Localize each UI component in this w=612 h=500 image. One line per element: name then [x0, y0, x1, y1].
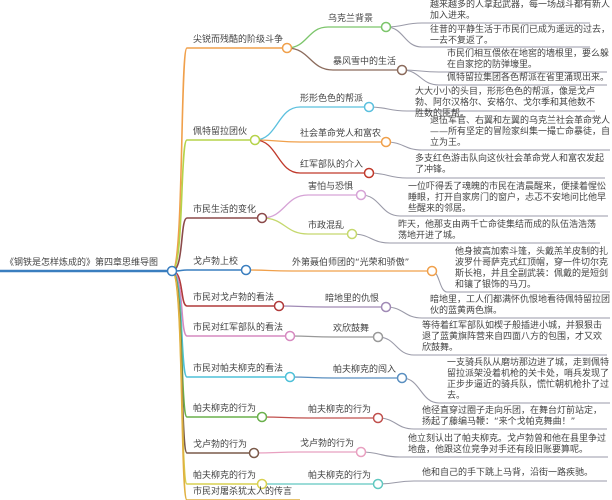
branch-node[interactable]: 帕夫柳克的行为: [193, 404, 257, 414]
topic-connector: [245, 269, 432, 272]
leaf-text: 佩特留拉集团各色帮派在省里涌现出来。: [447, 73, 610, 83]
leaf-text: 他立刻认出了帕夫柳克。戈卢勃曾和他在县里争过地盘，他跟这位竞争对手还有段旧账要算…: [408, 434, 607, 455]
branch-node[interactable]: 市民对戈卢勃的看法: [193, 293, 275, 303]
topic-connector: [254, 139, 386, 143]
topic-connector: [253, 451, 361, 454]
topic-node-circle[interactable]: [396, 64, 408, 76]
topic-node-circle[interactable]: [380, 21, 392, 33]
branch-node-circle[interactable]: [281, 42, 293, 54]
topic-node[interactable]: 帕夫柳克的行为: [308, 471, 372, 481]
leaf-connector: [360, 451, 608, 458]
topic-connector: [261, 217, 352, 235]
leaf-text: 越来越多的人拿起武器，每一场战斗都有新人加入进来。: [430, 0, 611, 21]
topic-node-circle[interactable]: [363, 101, 375, 113]
topic-connector: [261, 416, 378, 419]
root-node-circle[interactable]: [166, 265, 178, 277]
leaf-text: 退伍军官、右翼和左翼的乌克兰社会革命党人——所有坚定的冒险家纠集一撮亡命暴徒，自…: [430, 116, 611, 148]
topic-node[interactable]: 戈卢勃的行为: [300, 439, 355, 449]
leaf-text: 他径直穿过圈子走向乐团，在舞台灯前站定，扬起了藤编马鞭：“来个戈帕克舞曲！”: [422, 406, 603, 427]
branch-node[interactable]: 市民生活的变化: [193, 205, 257, 215]
topic-node-circle[interactable]: [380, 136, 392, 148]
topic-node[interactable]: 欢欣鼓舞: [333, 324, 370, 334]
topic-connector: [278, 305, 386, 308]
leaf-text: 他和自己的手下跳上马背，沿街一路疾驰。: [422, 468, 594, 478]
leaf-text: 一支骑兵队从磨坊那边进了城，走到佩特留拉派架没着机枪的关卡处，哨兵发现了正步步逼…: [447, 358, 610, 401]
branch-connector: [171, 270, 300, 500]
branch-node[interactable]: 帕夫柳克的行为: [193, 471, 257, 481]
topic-connector: [289, 335, 378, 338]
topic-connector: [286, 47, 402, 71]
leaf-text: 等待着红军部队如楔子般插进小城，并狠狠击退了蓝黄旗阵营来自四面八方的包围，才又欢…: [422, 321, 603, 353]
leaf-connector: [360, 194, 608, 217]
leaf-text: 往昔的平静生活于市民们已成为遥远的过去，一去不复返了。: [430, 25, 611, 46]
leaf-text: 一位吓得丢了魂魄的市民在清晨醒来，便揉着惺忪睡眼，打开自家房门的窗户，忐忑不安地…: [408, 182, 607, 214]
leaf-text: 暗地里，工人们都满怀仇恨地看待佩特留拉团伙的蓝黄两色旗。: [430, 295, 611, 316]
branch-connector: [171, 269, 246, 272]
branch-node-circle[interactable]: [256, 478, 268, 490]
branch-node-circle[interactable]: [256, 411, 268, 423]
topic-node[interactable]: 暴风雪中的生活: [333, 57, 397, 67]
branch-node-circle[interactable]: [256, 212, 268, 224]
branch-node-circle[interactable]: [284, 330, 296, 342]
topic-node-circle[interactable]: [372, 412, 384, 424]
topic-node[interactable]: 暗地里的仇恨: [325, 294, 380, 304]
branch-node-circle[interactable]: [273, 300, 285, 312]
topic-node-circle[interactable]: [426, 265, 438, 277]
topic-node[interactable]: 社会革命党人和富农: [300, 129, 382, 139]
topic-node[interactable]: 害怕与恐惧: [308, 182, 354, 192]
branch-node[interactable]: 市民对屠杀犹太人的传言: [193, 487, 293, 497]
branch-node-circle[interactable]: [284, 371, 296, 383]
topic-connector: [286, 26, 386, 49]
branch-node[interactable]: 市民对红军部队的看法: [193, 323, 284, 333]
branch-node[interactable]: 尖锐而残酷的阶级斗争: [193, 35, 284, 45]
topic-node[interactable]: 帕夫柳克的行为: [308, 405, 372, 415]
leaf-connector: [351, 233, 600, 244]
branch-node[interactable]: 戈卢勃上校: [193, 257, 239, 267]
leaf-text: 大大小小的头目，形形色色的帮派，像是戈卢勃、阿尔汉格尔、安格尔、戈尔季和其他数不…: [415, 87, 596, 119]
branch-node[interactable]: 市民对帕夫柳克的看法: [193, 364, 284, 374]
topic-node[interactable]: 红军部队的介入: [300, 160, 364, 170]
leaf-text: 市民们相互偎依在地窖的墙根里，要么躲在自家挖的防弹壕里。: [447, 49, 610, 70]
leaf-text: 多支红色游击队向这伙社会革命党人和富农发起了冲锋。: [415, 154, 605, 175]
leaf-connector: [368, 106, 595, 112]
topic-node-circle[interactable]: [372, 478, 384, 490]
topic-node-circle[interactable]: [346, 228, 358, 240]
branch-node[interactable]: 戈卢勃的行为: [193, 440, 248, 450]
topic-connector: [289, 376, 402, 379]
topic-node-circle[interactable]: [363, 167, 375, 179]
topic-node-circle[interactable]: [396, 372, 408, 384]
topic-node-circle[interactable]: [380, 301, 392, 313]
leaf-text: 昨天，他那支由两千亡命徒集结而成的队伍浩浩荡荡地开进了城。: [398, 220, 597, 241]
topic-node-circle[interactable]: [372, 331, 384, 343]
topic-node[interactable]: 市政混乱: [308, 221, 345, 231]
leaf-connector: [368, 172, 605, 179]
topic-node[interactable]: 形形色色的帮派: [300, 94, 364, 104]
branch-node-circle[interactable]: [249, 134, 261, 146]
topic-connector: [254, 106, 369, 141]
branch-node-circle[interactable]: [248, 447, 260, 459]
topic-node-circle[interactable]: [355, 446, 367, 458]
topic-node[interactable]: 外第聂伯师团的“光荣和骄傲”: [292, 258, 410, 268]
branch-connector: [171, 47, 287, 272]
topic-node[interactable]: 帕夫柳克的闯入: [333, 365, 397, 375]
branch-connector: [171, 139, 255, 272]
topic-connector: [254, 139, 369, 174]
branch-node[interactable]: 佩特留拉团伙: [193, 127, 248, 137]
leaf-connector: [377, 480, 607, 485]
leaf-text: 他身披高加索斗篷，头戴羔羊皮制的扎波罗什哥萨克式红顶帽，穿一件切尔克斯长袍，并且…: [455, 247, 609, 290]
topic-connector: [261, 194, 361, 219]
topic-node[interactable]: 乌克兰背景: [328, 14, 374, 24]
topic-node-circle[interactable]: [355, 189, 367, 201]
branch-node-circle[interactable]: [240, 264, 252, 276]
root-node[interactable]: 《钢铁是怎样炼成的》第四章思维导图: [5, 258, 159, 268]
